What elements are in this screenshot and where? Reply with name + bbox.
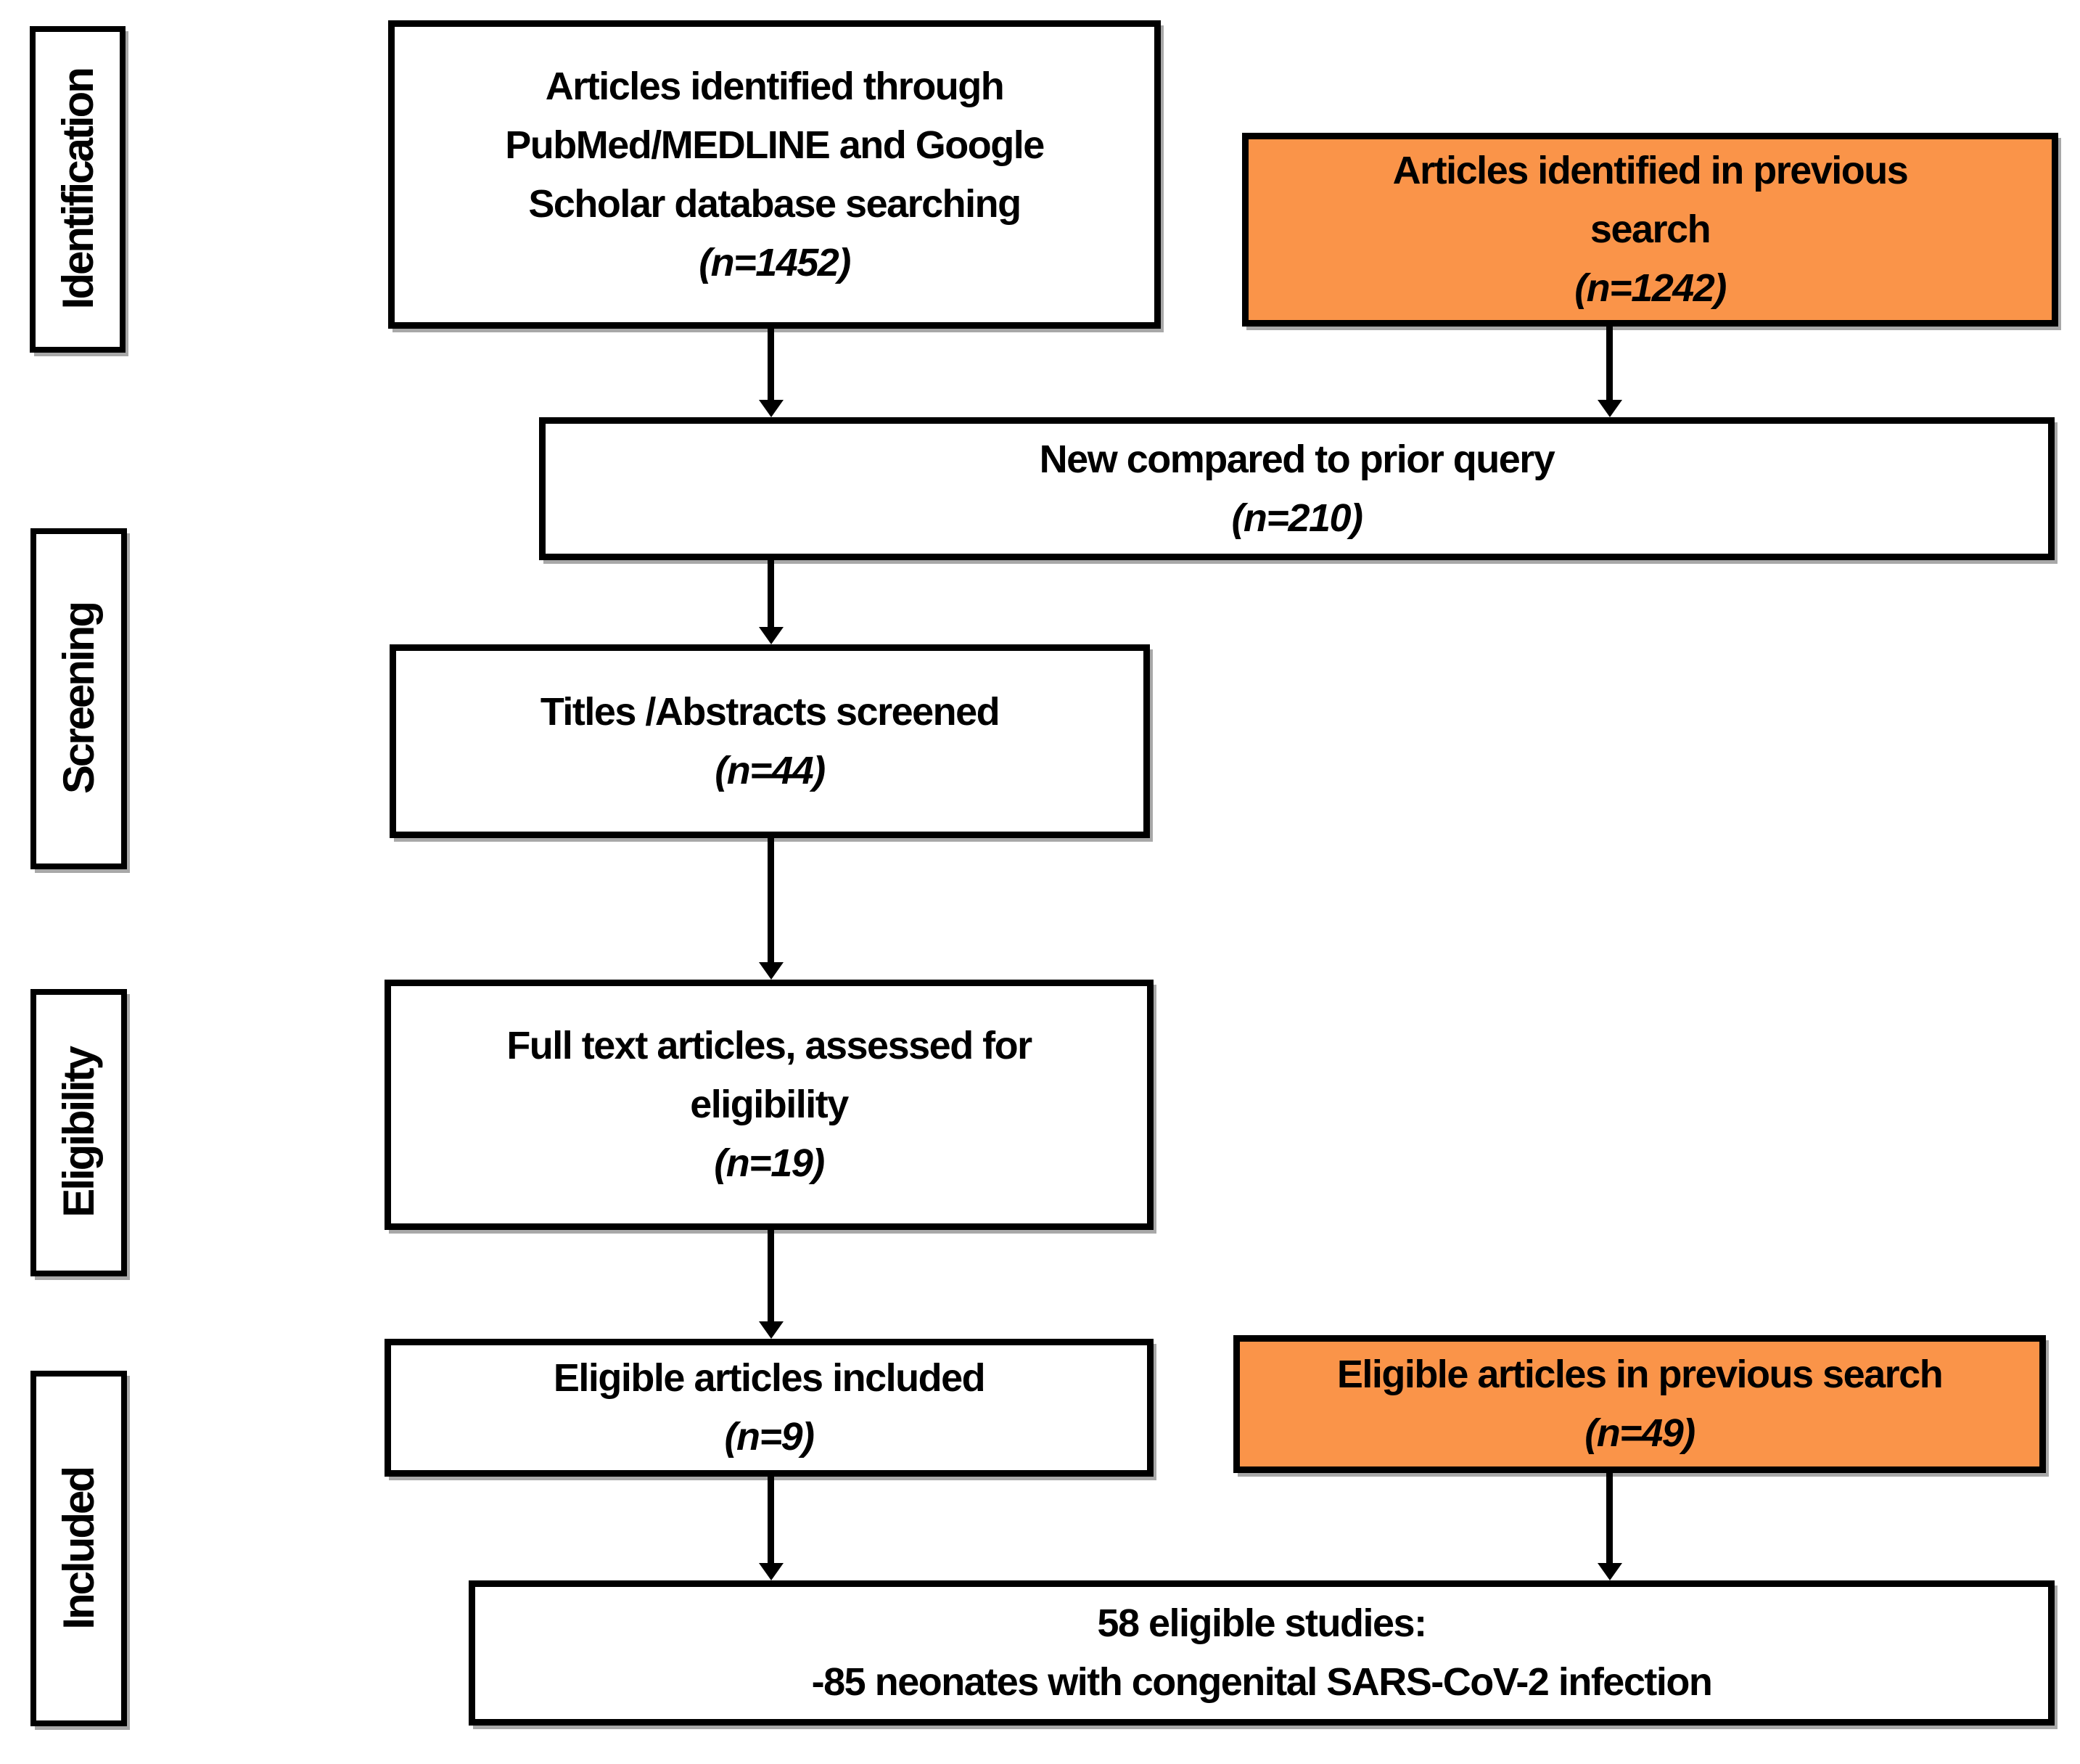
stage-label-identification: Identification [30, 26, 126, 353]
box-total-studies: 58 eligible studies: -85 neonates with c… [469, 1580, 2055, 1726]
stage-label-eligibility: Eligibility [30, 989, 127, 1276]
box-eligible-previous-count: (n=49) [1584, 1411, 1695, 1455]
box-fulltext-assessed-count: (n=19) [714, 1141, 825, 1185]
box-new-vs-prior-count: (n=210) [1231, 496, 1363, 540]
stage-label-screening-text: Screening [54, 603, 103, 795]
box-fulltext-assessed-text: Full text articles, assessed for eligibi… [506, 1024, 1032, 1126]
box-eligible-included: Eligible articles included (n=9) [385, 1339, 1154, 1477]
box-identified-new-text: Articles identified through PubMed/MEDLI… [505, 64, 1045, 226]
box-identified-previous-count: (n=1242) [1574, 266, 1727, 310]
box-eligible-included-count: (n=9) [724, 1415, 815, 1459]
stage-label-screening: Screening [30, 528, 127, 869]
box-identified-new: Articles identified through PubMed/MEDLI… [388, 20, 1161, 329]
stage-label-included: Included [30, 1371, 127, 1726]
box-total-studies-text: 58 eligible studies: -85 neonates with c… [811, 1601, 1713, 1704]
box-identified-new-count: (n=1452) [699, 240, 851, 284]
box-eligible-previous-text: Eligible articles in previous search [1336, 1353, 1944, 1396]
arrow-identified-previous-to-new-vs-prior [1606, 327, 1613, 400]
arrow-fulltext-to-eligible-included [768, 1230, 774, 1321]
arrow-eligible-previous-to-total [1606, 1473, 1613, 1563]
box-fulltext-assessed: Full text articles, assessed for eligibi… [385, 980, 1154, 1230]
box-identified-previous: Articles identified in previous search (… [1242, 133, 2058, 327]
arrow-new-vs-prior-to-titles-screened [768, 560, 774, 627]
box-titles-screened: Titles /Abstracts screened (n=44) [390, 644, 1150, 838]
box-new-vs-prior: New compared to prior query (n=210) [539, 417, 2055, 560]
stage-label-eligibility-text: Eligibility [54, 1048, 103, 1218]
stage-label-included-text: Included [54, 1467, 103, 1630]
box-identified-previous-text: Articles identified in previous search [1392, 149, 1909, 251]
box-eligible-previous: Eligible articles in previous search (n=… [1233, 1335, 2046, 1473]
box-eligible-included-text: Eligible articles included [553, 1356, 986, 1400]
arrow-titles-screened-to-fulltext [768, 838, 774, 962]
arrow-eligible-included-to-total [768, 1477, 774, 1563]
arrow-identified-new-to-new-vs-prior [768, 329, 774, 400]
box-titles-screened-count: (n=44) [715, 748, 826, 792]
stage-label-identification-text: Identification [53, 69, 102, 310]
box-new-vs-prior-text: New compared to prior query [1039, 437, 1555, 481]
box-titles-screened-text: Titles /Abstracts screened [540, 689, 1000, 734]
